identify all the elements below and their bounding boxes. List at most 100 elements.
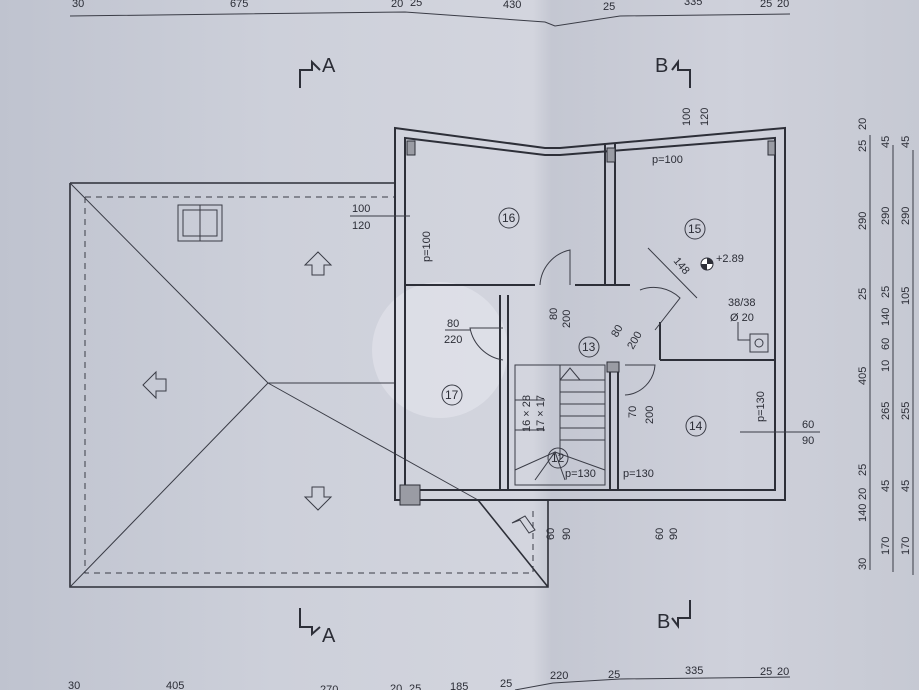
right-dimension-chains: 30 140 20 25 405 25 290 25 20 170 45 265 10 60 140 25 29…	[857, 118, 914, 575]
svg-text:90: 90	[668, 528, 680, 540]
dim-text: 170	[900, 537, 912, 555]
svg-text:p=100: p=100	[652, 154, 683, 166]
dim-text: 220	[550, 670, 568, 682]
svg-text:p=130: p=130	[565, 468, 596, 480]
svg-text:80: 80	[609, 323, 626, 340]
room-17-label: 17	[445, 388, 459, 402]
svg-text:p=100: p=100	[421, 231, 433, 262]
dim-text: 185	[450, 681, 468, 690]
dim-text: 20	[777, 666, 789, 678]
svg-text:100: 100	[681, 108, 693, 126]
dim-text: 45	[900, 136, 912, 148]
dim-text: 140	[880, 308, 892, 326]
svg-text:70: 70	[627, 406, 639, 418]
dim-text: 105	[900, 287, 912, 305]
svg-text:200: 200	[644, 406, 656, 424]
dim-text: 675	[230, 0, 248, 10]
dim-text: 25	[880, 286, 892, 298]
svg-text:120: 120	[699, 108, 711, 126]
chimney	[737, 322, 769, 353]
section-mark-a-bottom: A	[299, 608, 336, 647]
svg-text:90: 90	[802, 435, 814, 447]
top-dimension-chain: 30 675 20 25 430 25 335 25 20	[69, 0, 791, 27]
roof-slope-arrow-right	[511, 515, 536, 534]
dim-text: 430	[503, 0, 521, 11]
dim-text: 20	[777, 0, 789, 10]
dim-text: 405	[166, 680, 184, 690]
doors	[469, 249, 681, 396]
svg-text:Ø 20: Ø 20	[730, 312, 754, 324]
dim-text: 25	[857, 464, 869, 476]
svg-text:200: 200	[625, 330, 645, 352]
dim-text: 25	[500, 678, 512, 690]
svg-text:B: B	[657, 611, 670, 633]
room-14-label: 14	[689, 419, 703, 433]
dim-text: 290	[900, 207, 912, 225]
roof-slope-arrow-left	[142, 370, 167, 400]
svg-text:100: 100	[352, 203, 370, 215]
dim-text: 25	[857, 140, 869, 152]
svg-text:60: 60	[654, 528, 666, 540]
room-12-label: 12	[551, 451, 565, 465]
dim-text: 25	[409, 683, 421, 690]
dim-text: 335	[684, 0, 702, 8]
roof-slope-arrow-down	[303, 486, 333, 511]
dim-text: 25	[603, 1, 615, 13]
dim-text: 140	[857, 504, 869, 522]
svg-text:200: 200	[561, 310, 573, 328]
dim-text: 170	[880, 537, 892, 555]
dim-text: 25	[608, 669, 620, 681]
dim-text: 25	[760, 0, 772, 10]
dim-text: 20	[857, 488, 869, 500]
dim-text: 10	[880, 360, 892, 372]
dim-text: 265	[880, 402, 892, 420]
dim-text: 20	[391, 0, 403, 10]
svg-text:80: 80	[548, 308, 560, 320]
svg-text:p=130: p=130	[755, 391, 767, 422]
room-16-label: 16	[502, 211, 516, 225]
dim-text: 20	[857, 118, 869, 130]
dim-text: 25	[410, 0, 422, 9]
svg-text:17 × 17: 17 × 17	[535, 395, 547, 432]
dim-text: 60	[880, 338, 892, 350]
dim-text: 25	[760, 666, 772, 678]
svg-text:90: 90	[561, 528, 573, 540]
section-mark-b-top: B	[655, 55, 691, 88]
section-mark-b-bottom: B	[657, 600, 691, 633]
staircase	[514, 364, 606, 486]
dim-text: 45	[880, 136, 892, 148]
dim-text: 290	[880, 207, 892, 225]
dim-text: 25	[857, 288, 869, 300]
svg-text:B: B	[655, 55, 668, 77]
roof-slope-arrow-up	[303, 251, 333, 276]
watermark-logo	[372, 282, 508, 418]
svg-text:60: 60	[545, 528, 557, 540]
room-15-label: 15	[688, 222, 702, 236]
svg-text:A: A	[322, 625, 336, 647]
room-13-label: 13	[582, 340, 596, 354]
dim-text: 20	[390, 683, 402, 690]
room-numbers: 16 15 13 17 14 12	[441, 207, 707, 469]
dim-text: 290	[857, 212, 869, 230]
svg-text:80: 80	[447, 318, 459, 330]
dim-text: 405	[857, 367, 869, 385]
dim-text: 30	[857, 558, 869, 570]
dim-text: 45	[900, 480, 912, 492]
svg-text:p=130: p=130	[623, 468, 654, 480]
svg-text:A: A	[322, 55, 336, 77]
diagonal-dimension	[647, 247, 698, 299]
roof-outline	[69, 182, 549, 588]
bottom-dimension-chain: 30 405 270 20 25 185 25 220 25 335 25 20	[68, 665, 791, 690]
svg-text:16 × 28: 16 × 28	[521, 395, 533, 432]
dim-text: 30	[72, 0, 84, 10]
section-mark-a-top: A	[299, 55, 336, 88]
dim-text: 335	[685, 665, 703, 677]
svg-text:220: 220	[444, 334, 462, 346]
dim-text: 45	[880, 480, 892, 492]
dim-text: 30	[68, 680, 80, 690]
dim-text: 270	[320, 684, 338, 690]
svg-text:60: 60	[802, 419, 814, 431]
svg-text:+2.89: +2.89	[716, 253, 744, 265]
